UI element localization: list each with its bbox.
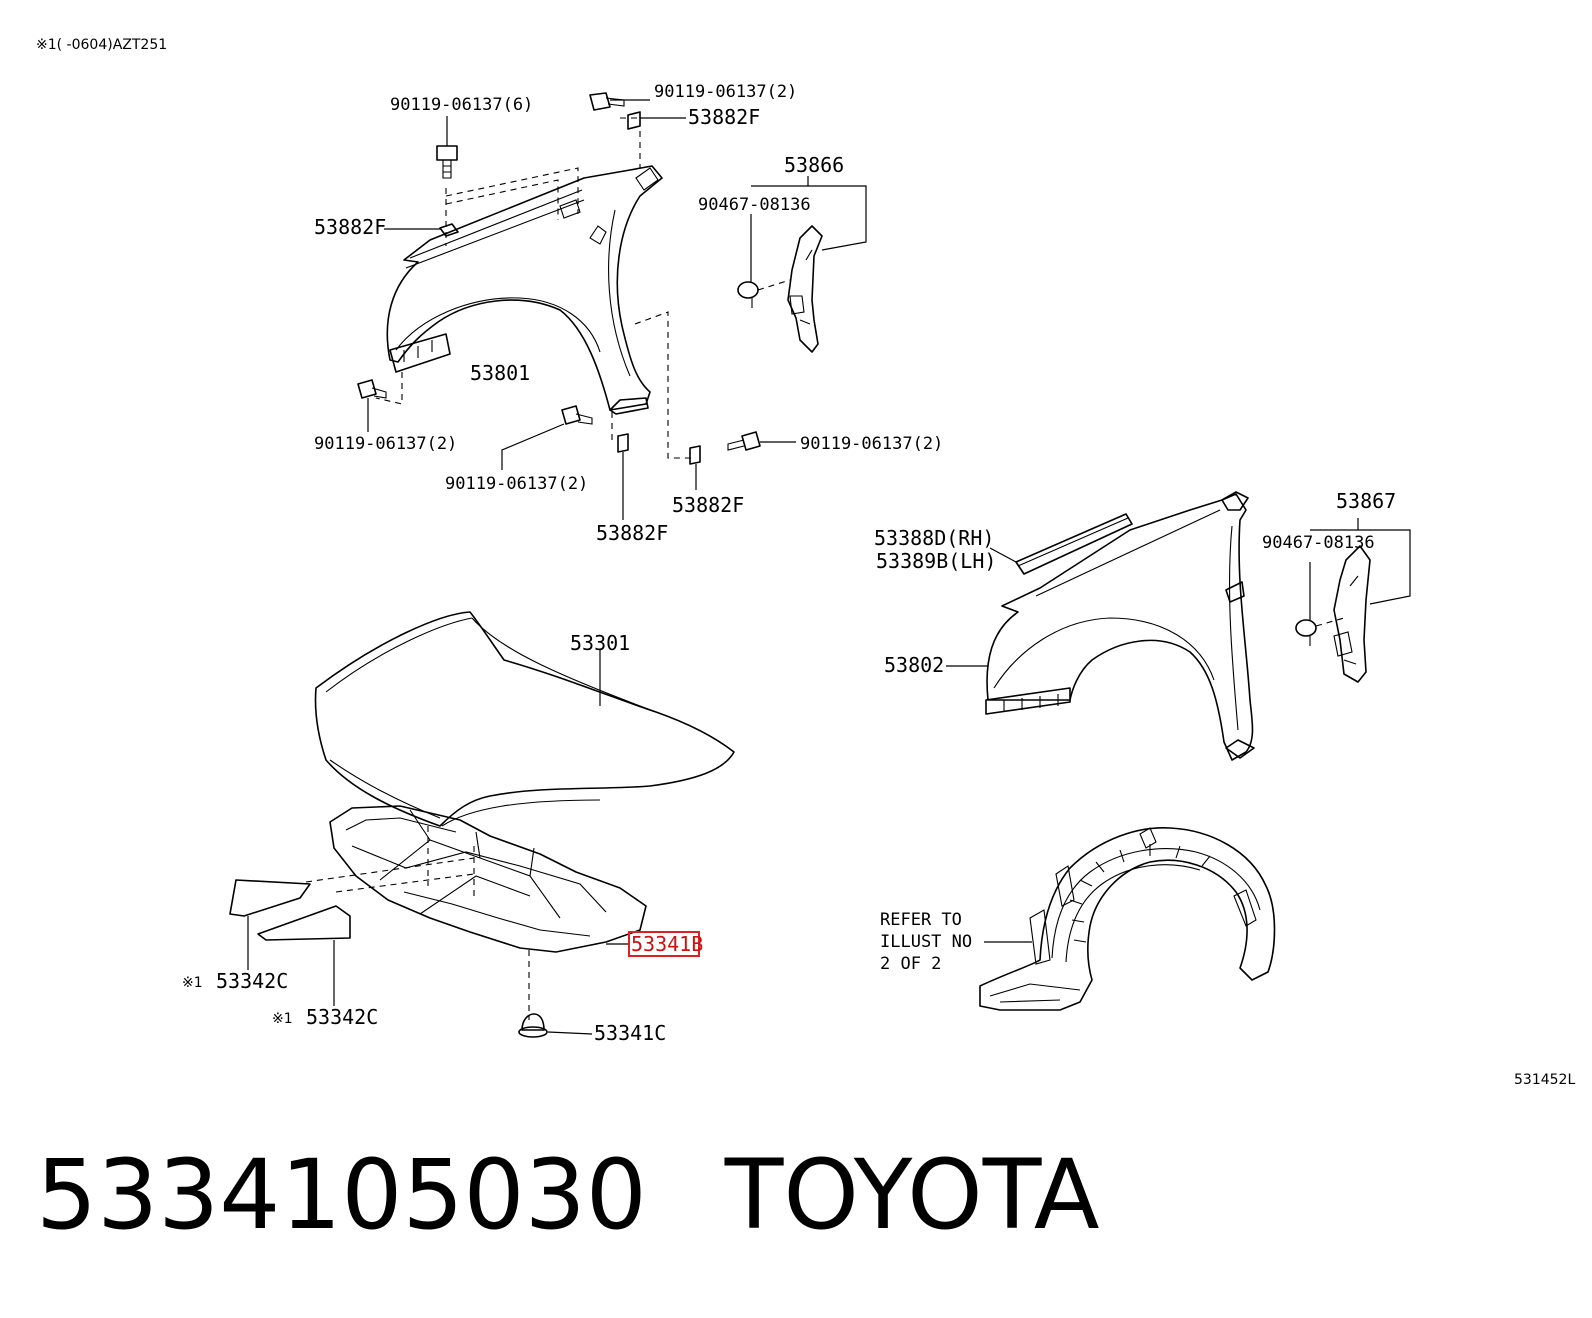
label-bolt-left: 90119-06137(2) xyxy=(314,434,457,454)
label-fender-lh: 53802 xyxy=(884,653,944,677)
label-bracket-rh: 53866 xyxy=(784,153,844,177)
bolt-mid-icon xyxy=(501,405,593,470)
label-clip-lh: 90467-08136 xyxy=(1262,533,1375,553)
bolt-6-icon xyxy=(436,116,458,179)
header-note: ※1( -0604)AZT251 xyxy=(36,37,167,53)
label-refer-line1: REFER TO xyxy=(880,910,962,930)
label-cover-a: 53342C xyxy=(216,969,288,993)
fender-rh-drawing xyxy=(386,165,663,415)
brand-name: TOYOTA xyxy=(724,1139,1100,1251)
label-clip-rh: 90467-08136 xyxy=(698,195,811,215)
label-bolt-right: 90119-06137(2) xyxy=(800,434,943,454)
bolt-left-icon xyxy=(357,379,387,432)
part-number: 5334105030 xyxy=(36,1139,647,1251)
label-seal-bottom: 53882F xyxy=(596,521,668,545)
label-cover-b: 53342C xyxy=(306,1005,378,1029)
liner-drawing xyxy=(979,827,1276,1011)
label-cover-a-mark: ※1 xyxy=(182,975,203,991)
clip-insulator-drawing xyxy=(518,1013,593,1038)
figure-code: 531452L xyxy=(1514,1072,1575,1088)
label-seal-rh: 53388D(RH) xyxy=(874,526,994,550)
label-bolt-mid: 90119-06137(2) xyxy=(445,474,588,494)
fender-lh-drawing xyxy=(985,491,1255,761)
label-cover-b-mark: ※1 xyxy=(272,1011,293,1027)
seal-bottom-icon xyxy=(617,433,629,520)
bracket-lh-drawing xyxy=(1295,518,1411,683)
label-seal-top: 53882F xyxy=(688,105,760,129)
bracket-rh-drawing xyxy=(737,176,867,353)
label-clip-insulator: 53341C xyxy=(594,1021,666,1045)
label-refer-line2: ILLUST NO xyxy=(880,932,972,952)
label-insulator: 53341B xyxy=(631,932,703,956)
label-seal-left: 53882F xyxy=(314,215,386,239)
label-bolt-top: 90119-06137(2) xyxy=(654,82,797,102)
seal-left-icon xyxy=(384,223,459,237)
bolt-top-icon xyxy=(589,92,650,111)
bolt-right-icon xyxy=(727,431,796,451)
insulator-drawing xyxy=(305,805,647,1020)
cover-b-drawing xyxy=(257,905,351,1006)
seal-top-icon xyxy=(627,111,686,130)
seal-right-icon xyxy=(689,445,701,490)
seal-rh-lh-drawing xyxy=(989,513,1133,575)
hood-drawing xyxy=(314,611,735,827)
label-refer-line3: 2 OF 2 xyxy=(880,954,941,974)
label-hood: 53301 xyxy=(570,631,630,655)
cover-a-drawing xyxy=(229,879,311,970)
label-seal-right: 53882F xyxy=(672,493,744,517)
label-bolt-6: 90119-06137(6) xyxy=(390,95,533,115)
label-fender-rh: 53801 xyxy=(470,361,530,385)
label-seal-lh: 53389B(LH) xyxy=(876,549,996,573)
label-bracket-lh: 53867 xyxy=(1336,489,1396,513)
insulator-highlight-box xyxy=(628,931,700,957)
footer-caption: 5334105030 TOYOTA xyxy=(36,1135,1100,1255)
